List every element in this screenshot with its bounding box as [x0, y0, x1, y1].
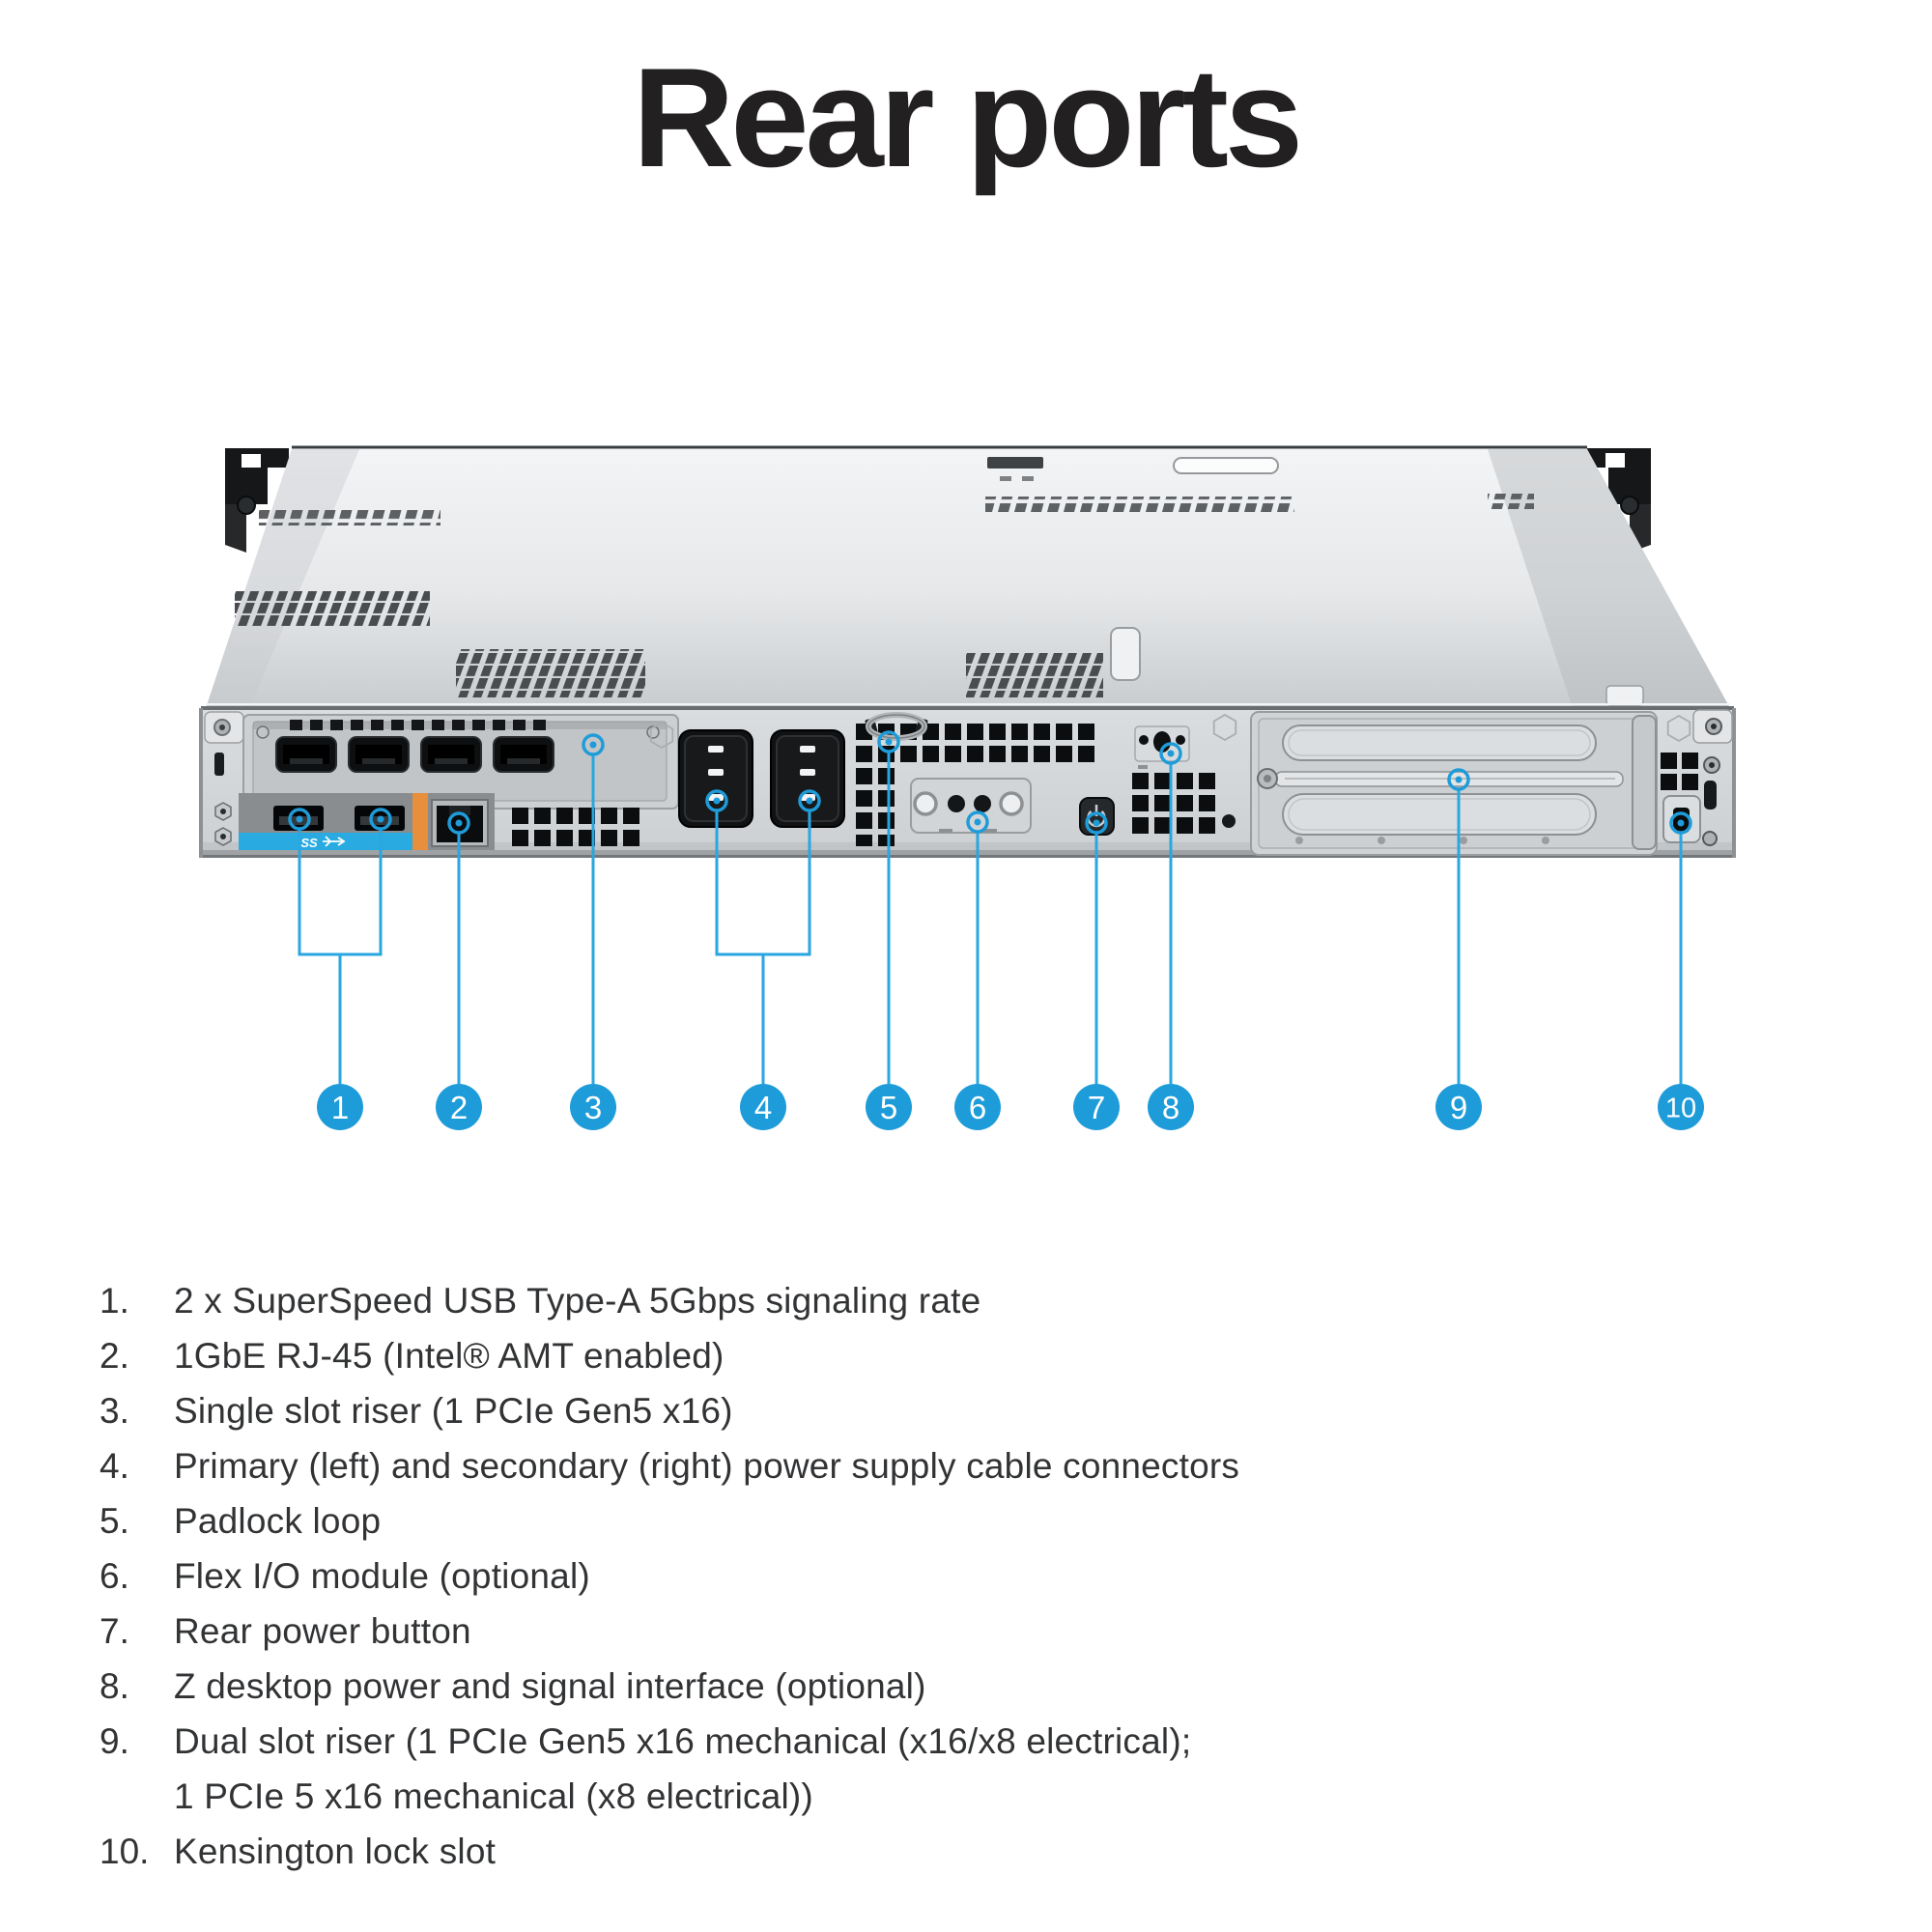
dual-slot-riser — [1250, 711, 1658, 856]
server-rear-illustration: SS — [199, 445, 1736, 1130]
legend-item-8: 8. Z desktop power and signal interface … — [99, 1659, 1606, 1714]
chassis-top-face — [206, 445, 1730, 708]
legend-item-text: Z desktop power and signal interface (op… — [174, 1666, 926, 1706]
callout-leader-lines — [298, 752, 1683, 1084]
callout-7: 7 — [1073, 1084, 1120, 1130]
legend-item-1: 1. 2 x SuperSpeed USB Type-A 5Gbps signa… — [99, 1273, 1606, 1328]
legend-list: 1. 2 x SuperSpeed USB Type-A 5Gbps signa… — [99, 1273, 1606, 1879]
legend-item-2: 2. 1GbE RJ-45 (Intel® AMT enabled) — [99, 1328, 1606, 1383]
legend-item-number: 9. — [99, 1721, 129, 1761]
legend-item-number: 1. — [99, 1281, 129, 1321]
svg-text:3: 3 — [584, 1090, 602, 1125]
svg-text:1: 1 — [331, 1090, 349, 1125]
riser-blank-cover-bottom — [1282, 793, 1597, 836]
legend-item-7: 7. Rear power button — [99, 1604, 1606, 1659]
page-title: Rear ports — [632, 39, 1303, 196]
top-vent-band-left — [235, 591, 430, 626]
legend-item-number: 6. — [99, 1556, 129, 1596]
top-vent-dash-row-left — [259, 510, 440, 526]
svg-text:SS: SS — [300, 836, 318, 850]
panel-screw — [1222, 814, 1236, 828]
top-vent-dash-row-right — [985, 497, 1294, 512]
flex-io-module — [910, 778, 1032, 834]
riser-blank-cover-top — [1282, 724, 1597, 761]
legend-item-text: Padlock loop — [174, 1501, 382, 1541]
single-slot-riser — [242, 714, 679, 810]
legend-item-text: Kensington lock slot — [174, 1832, 497, 1871]
svg-text:2: 2 — [450, 1090, 468, 1125]
svg-text:6: 6 — [969, 1090, 986, 1125]
vent-grid-right — [1132, 773, 1215, 834]
top-latch-slot — [1110, 627, 1141, 681]
displayport-3 — [420, 736, 482, 773]
vent-grid-middle — [856, 724, 1094, 846]
callout-circles: 1 2 3 4 5 6 7 — [317, 1084, 1704, 1130]
svg-text:5: 5 — [880, 1090, 897, 1125]
top-vent-dash-row-far-right — [1488, 494, 1534, 509]
svg-text:7: 7 — [1088, 1090, 1105, 1125]
legend-item-10: 10. Kensington lock slot — [99, 1824, 1606, 1879]
riser-latch — [1632, 715, 1657, 850]
legend-item-text: Primary (left) and secondary (right) pow… — [174, 1446, 1240, 1486]
callout-5: 5 — [866, 1084, 912, 1130]
displayport-2 — [348, 736, 410, 773]
displayport-4 — [493, 736, 554, 773]
legend-item-4: 4. Primary (left) and secondary (right) … — [99, 1438, 1606, 1493]
legend-item-text: 1GbE RJ-45 (Intel® AMT enabled) — [174, 1336, 724, 1376]
svg-text:4: 4 — [754, 1090, 772, 1125]
legend-item-number: 10. — [99, 1832, 150, 1871]
legend-item-text: Single slot riser (1 PCIe Gen5 x16) — [174, 1391, 733, 1431]
legend-item-number: 4. — [99, 1446, 129, 1486]
top-vent-band-center — [456, 649, 645, 697]
panel-right-end — [1661, 709, 1733, 846]
callout-10: 10 — [1658, 1084, 1704, 1130]
superspeed-usb-logo: SS — [300, 836, 346, 850]
legend-item-9: 9. Dual slot riser (1 PCIe Gen5 x16 mech… — [99, 1714, 1606, 1824]
callout-4: 4 — [740, 1084, 786, 1130]
module-orange-strip — [412, 793, 428, 850]
legend-item-text: 2 x SuperSpeed USB Type-A 5Gbps signalin… — [174, 1281, 981, 1321]
rack-ear-left — [225, 448, 289, 553]
callout-2: 2 — [436, 1084, 482, 1130]
displayport-1 — [275, 736, 337, 773]
hex-emblems — [649, 713, 1691, 750]
callout-target-dots — [288, 730, 1692, 835]
callout-9: 9 — [1435, 1084, 1482, 1130]
z-power-signal-interface — [1134, 725, 1190, 769]
legend-item-5: 5. Padlock loop — [99, 1493, 1606, 1548]
legend-item-number: 7. — [99, 1611, 129, 1651]
svg-text:8: 8 — [1162, 1090, 1179, 1125]
top-slot-dark — [987, 457, 1043, 469]
callout-1: 1 — [317, 1084, 363, 1130]
legend-item-6: 6. Flex I/O module (optional) — [99, 1548, 1606, 1604]
callout-3: 3 — [570, 1084, 616, 1130]
svg-text:10: 10 — [1665, 1093, 1696, 1123]
top-handle-slot — [1173, 457, 1279, 474]
power-connector-secondary — [770, 729, 845, 828]
legend-item-text: Flex I/O module (optional) — [174, 1556, 590, 1596]
legend-item-number: 8. — [99, 1666, 129, 1706]
legend-item-text: Dual slot riser (1 PCIe Gen5 x16 mechani… — [174, 1721, 1192, 1816]
svg-text:9: 9 — [1450, 1090, 1467, 1125]
rear-power-button — [1079, 797, 1115, 836]
legend-item-number: 2. — [99, 1336, 129, 1376]
riser-comb-vents — [290, 720, 546, 730]
vent-grid-left — [512, 808, 639, 846]
callout-6: 6 — [954, 1084, 1001, 1130]
legend-item-text: Rear power button — [174, 1611, 471, 1651]
legend-item-number: 3. — [99, 1391, 129, 1431]
power-connector-primary — [678, 729, 753, 828]
panel-left-flange — [204, 711, 244, 846]
callout-8: 8 — [1148, 1084, 1194, 1130]
top-vent-band-right — [966, 652, 1103, 697]
legend-item-3: 3. Single slot riser (1 PCIe Gen5 x16) — [99, 1383, 1606, 1438]
legend-item-number: 5. — [99, 1501, 129, 1541]
